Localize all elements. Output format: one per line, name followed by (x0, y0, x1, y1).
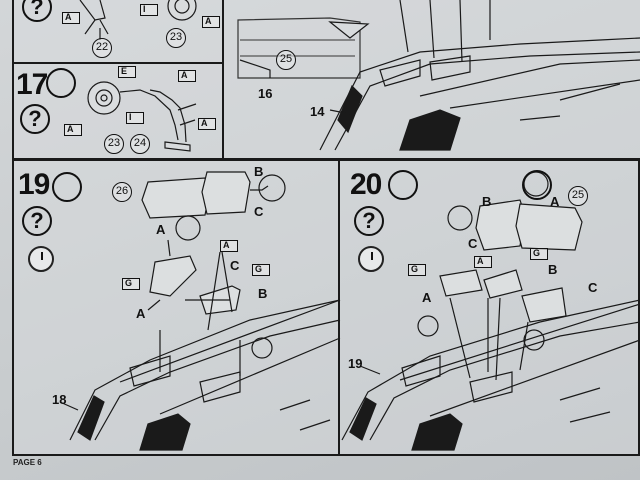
part-number: 26 (112, 182, 132, 202)
part-reference: 19 (348, 356, 363, 371)
glue-tube-icon (46, 68, 76, 98)
sprue-tag: A (64, 124, 82, 136)
callout-letter: A (422, 290, 432, 305)
callout-letter: A (136, 306, 146, 321)
part-number: 23 (166, 28, 186, 48)
question-icon: ? (20, 104, 50, 134)
sprue-tag: A (198, 118, 216, 130)
question-icon: ? (22, 206, 52, 236)
page-label: PAGE 6 (13, 458, 42, 467)
sprue-tag: A (220, 240, 238, 252)
question-icon: ? (354, 206, 384, 236)
callout-letter: B (254, 164, 264, 179)
callout-letter: A (550, 194, 560, 209)
part-number: 24 (130, 134, 150, 154)
sprue-tag: A (202, 16, 220, 28)
part-number: 25 (276, 50, 296, 70)
glue-tube-icon (522, 170, 552, 200)
sprue-tag: G (530, 248, 548, 260)
glue-tube-icon (52, 172, 82, 202)
sprue-tag: I (140, 4, 158, 16)
sprue-tag: A (474, 256, 492, 268)
step-number: 19 (18, 168, 50, 201)
sprue-tag: E (118, 66, 136, 78)
part-number: 22 (92, 38, 112, 58)
callout-letter: B (548, 262, 558, 277)
question-icon: ? (22, 0, 52, 22)
part-reference: 14 (310, 104, 325, 119)
callout-letter: A (156, 222, 166, 237)
part-reference: 18 (52, 392, 67, 407)
sprue-tag: I (126, 112, 144, 124)
sprue-tag: A (62, 12, 80, 24)
part-number: 23 (104, 134, 124, 154)
drying-clock-icon (28, 246, 54, 272)
callout-letter: B (482, 194, 492, 209)
sprue-tag: A (178, 70, 196, 82)
callout-letter: C (468, 236, 478, 251)
sprue-tag: G (408, 264, 426, 276)
sprue-tag: G (252, 264, 270, 276)
step-number: 17 (16, 68, 48, 101)
callout-letter: C (230, 258, 240, 273)
part-reference: 16 (258, 86, 273, 101)
callout-letter: B (258, 286, 268, 301)
step-number: 20 (350, 168, 382, 201)
callout-letter: C (588, 280, 598, 295)
glue-tube-icon (388, 170, 418, 200)
callout-letter: C (254, 204, 264, 219)
drying-clock-icon (358, 246, 384, 272)
sprue-tag: G (122, 278, 140, 290)
part-number: 25 (568, 186, 588, 206)
